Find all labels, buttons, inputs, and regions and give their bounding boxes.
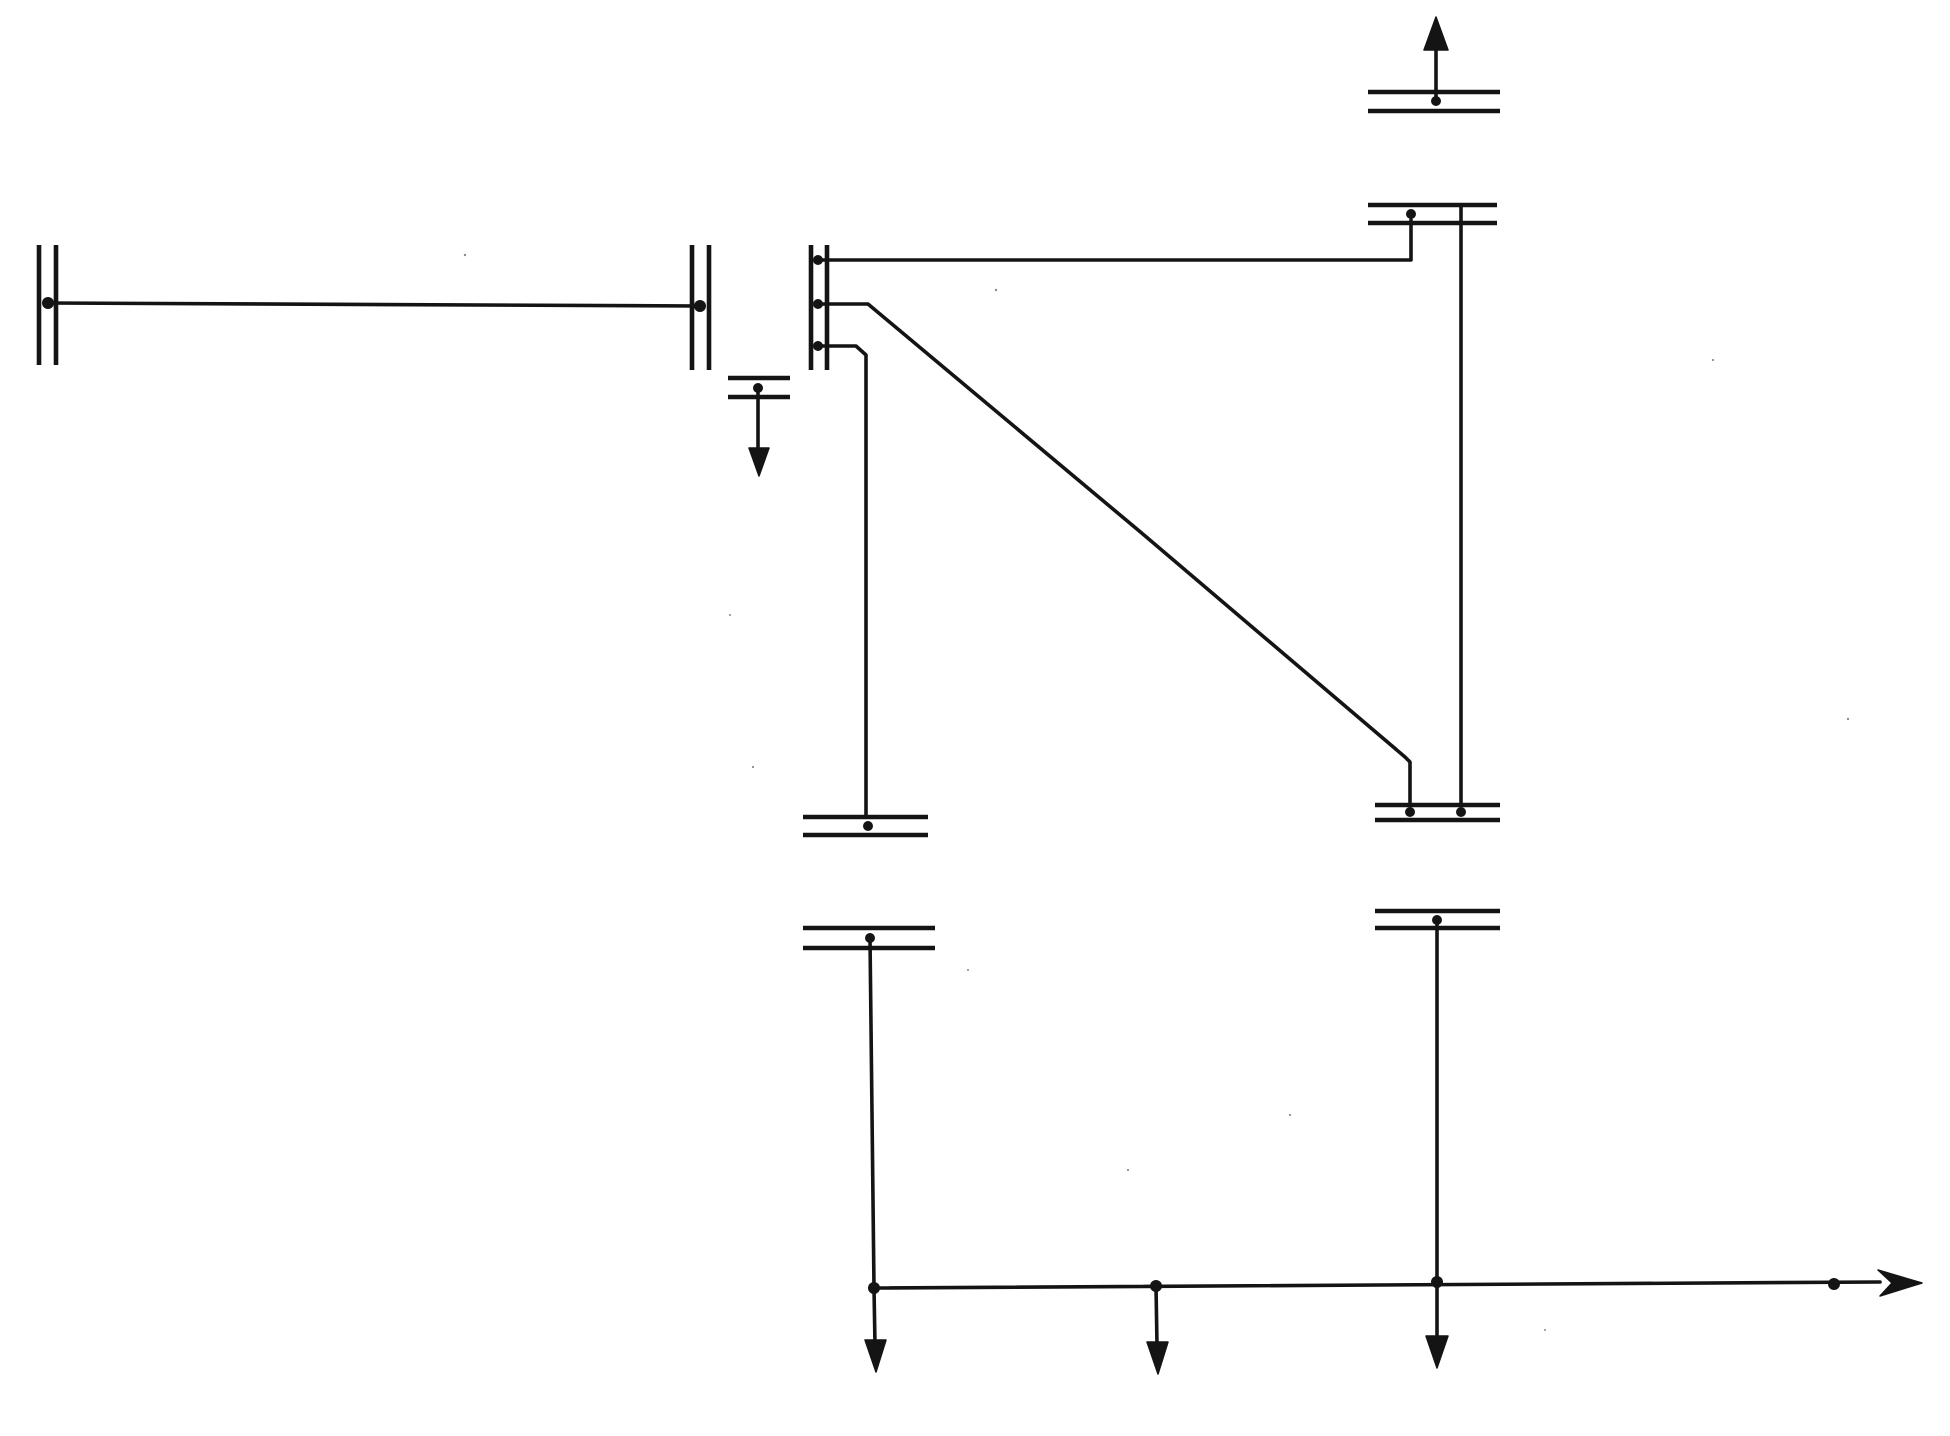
junction-dot-top-right-lower	[1406, 209, 1416, 219]
junction-dot-bottom-far-right	[1828, 1278, 1840, 1290]
junction-dot-main-bus-bottom	[813, 341, 823, 351]
junction-dot-top-right-upper	[1431, 96, 1441, 106]
line-left-lower-to-bottom	[868, 936, 876, 1290]
junction-dot-right-middle-upper-a	[1405, 807, 1415, 817]
junction-dot-left-bus	[42, 297, 54, 309]
bus-right-middle-upper	[1375, 802, 1500, 823]
junction-dot-right-middle-lower	[1432, 915, 1442, 925]
source-arrow-top-right	[1423, 16, 1449, 51]
junction-dot-left-right-bus	[694, 300, 706, 312]
line-left-horizontal	[46, 301, 702, 308]
output-arrow-right	[1877, 1269, 1923, 1297]
junction-dot-left-middle-lower	[865, 933, 875, 943]
line-diagonal-to-right-middle	[816, 302, 1412, 807]
junction-dot-right-middle-upper-b	[1456, 807, 1466, 817]
junction-dot-left-middle-upper	[863, 821, 873, 831]
load-arrow-right-bottom	[1425, 1280, 1449, 1369]
junction-dot-bottom-center	[1150, 1280, 1162, 1292]
load-arrow-center-bottom	[1146, 1284, 1169, 1375]
bus-top-right-lower	[1368, 202, 1497, 226]
load-arrow-small	[748, 447, 770, 477]
line-bottom-horizontal	[872, 1280, 1882, 1290]
junction-dot-main-bus-middle	[813, 299, 823, 309]
line-main-bus-to-top-right	[816, 218, 1413, 262]
junction-dot-small-load	[753, 383, 763, 393]
junction-dot-main-bus-top	[813, 255, 823, 265]
bus-top-right-upper	[1368, 89, 1500, 114]
junction-dot-bottom-left	[868, 1282, 880, 1294]
bus-left-vertical-main	[808, 245, 830, 370]
line-main-bus-to-left-middle	[816, 344, 868, 819]
bus-left-end	[36, 245, 59, 365]
junction-dot-bottom-right	[1431, 1276, 1443, 1288]
load-arrow-left-bottom	[864, 1286, 887, 1373]
scan-specks	[463, 253, 1850, 1331]
